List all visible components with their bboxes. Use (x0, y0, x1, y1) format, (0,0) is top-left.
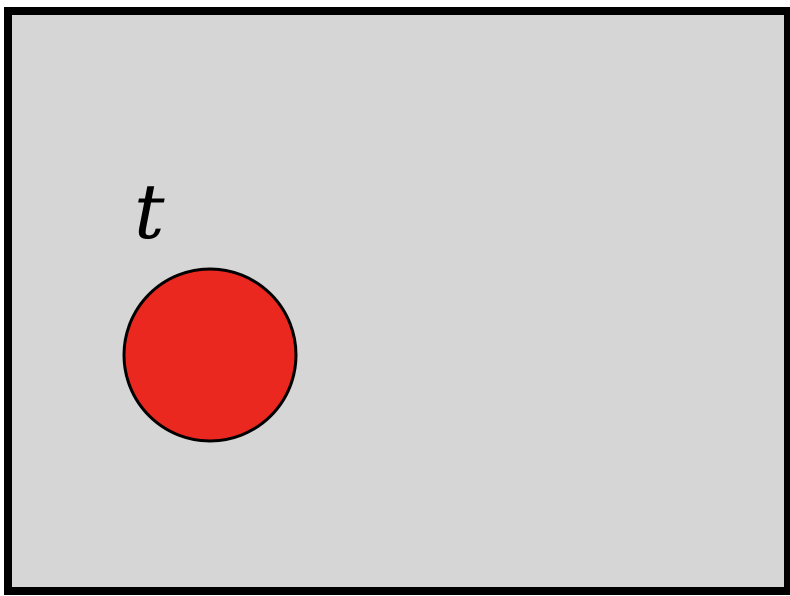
red-circle (122, 267, 298, 443)
label-t: t (134, 167, 165, 256)
diagram-canvas: t (122, 167, 298, 443)
diagram-frame: t (4, 7, 790, 595)
